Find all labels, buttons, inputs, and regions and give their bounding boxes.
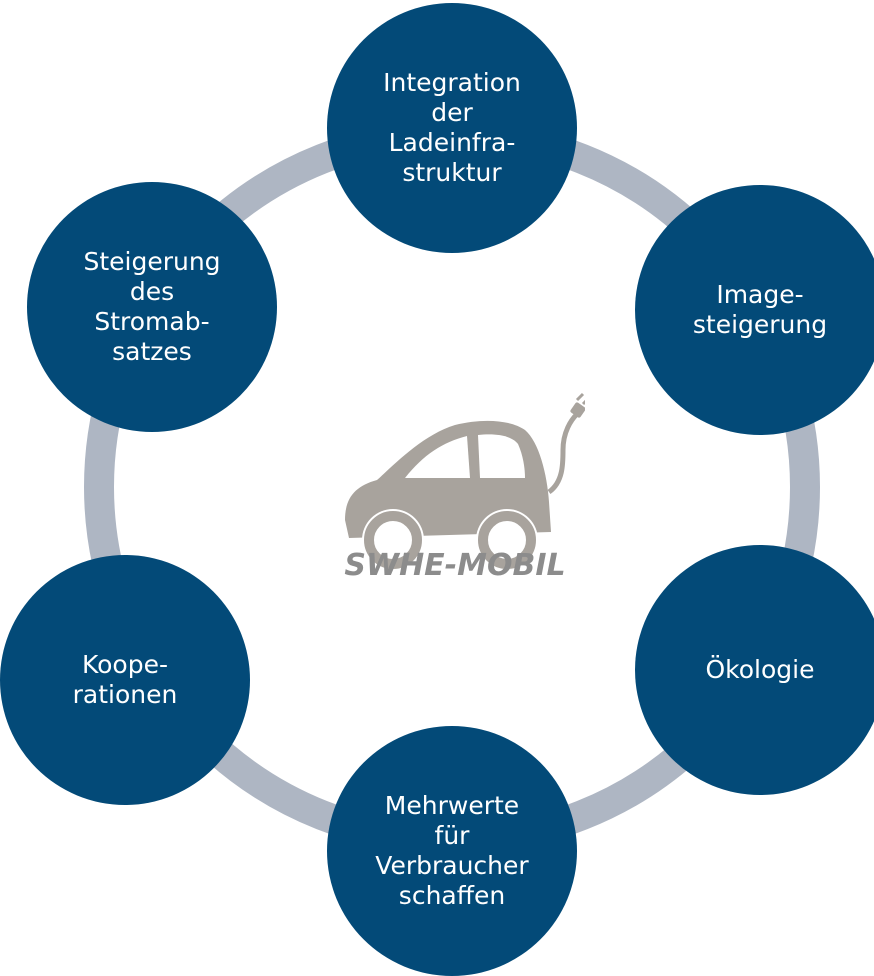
node-steigerung-stromabsatz: Steigerung des Stromab- satzes — [27, 182, 277, 432]
node-mehrwerte-verbraucher: Mehrwerte für Verbraucher schaffen — [327, 726, 577, 976]
node-kooperationen: Koope- rationen — [0, 555, 250, 805]
node-label: Integration der Ladeinfra- struktur — [383, 68, 521, 187]
node-label: Image- steigerung — [692, 280, 828, 339]
node-integration-ladeinfrastruktur: Integration der Ladeinfra- struktur — [327, 3, 577, 253]
node-label: Koope- rationen — [72, 650, 178, 709]
node-label: Ökologie — [705, 655, 815, 684]
node-oekologie: Ökologie — [635, 545, 874, 795]
node-label: Steigerung des Stromab- satzes — [83, 247, 221, 366]
logo-wordmark: SWHE-MOBIL — [344, 548, 566, 583]
electric-car-plug-icon — [345, 392, 585, 571]
node-label: Mehrwerte für Verbraucher schaffen — [375, 791, 529, 910]
node-imagesteigerung: Image- steigerung — [635, 185, 874, 435]
